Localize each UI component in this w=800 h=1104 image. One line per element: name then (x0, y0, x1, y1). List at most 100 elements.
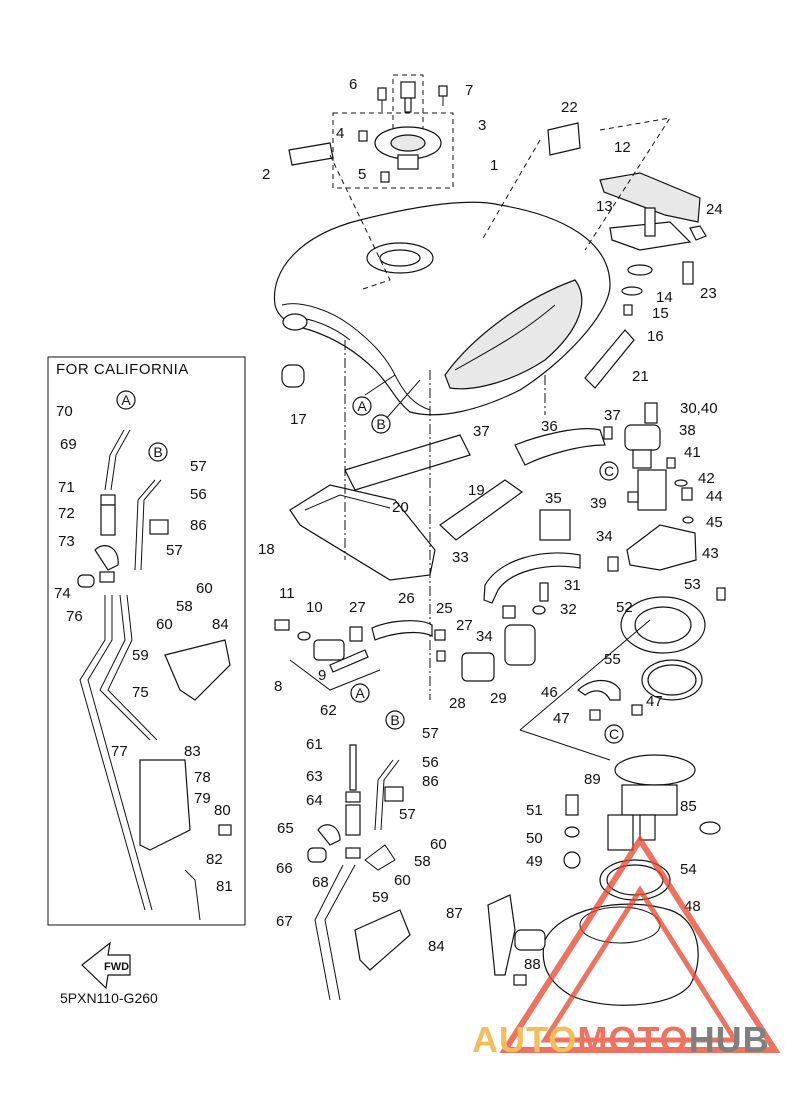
part-label-11: 11 (279, 585, 295, 602)
part-label-28: 28 (449, 695, 466, 712)
fwd-arrow-icon: FWD (81, 941, 131, 990)
fuel-valve-group (514, 402, 697, 572)
callout-c-pump: C (609, 726, 619, 742)
part-label-62: 62 (320, 702, 337, 719)
part-label-87: 87 (446, 905, 463, 922)
part-label-23: 23 (700, 285, 717, 302)
part-label-5: 5 (358, 166, 366, 183)
part-label-66: 66 (276, 860, 293, 877)
part-label-58: 58 (414, 853, 431, 870)
part-label-46: 46 (541, 684, 558, 701)
part-label-30-40: 30,40 (680, 400, 718, 417)
part-label-33: 33 (452, 549, 469, 566)
part-label-6: 6 (349, 76, 357, 93)
part-label-27: 27 (349, 599, 366, 616)
fwd-label: FWD (104, 961, 129, 973)
diagram-code: 5PXN110-G260 (60, 990, 158, 1006)
watermark-triangle-inner-icon (540, 885, 740, 1043)
part-label-58-2: 58 (176, 598, 193, 615)
part-label-20: 20 (392, 499, 409, 516)
part-label-34-2: 34 (596, 528, 613, 545)
watermark-hub: HUB (689, 1019, 770, 1060)
callout-markers: A B A B C C A B (116, 390, 624, 744)
part-label-57-3: 57 (166, 542, 183, 559)
part-label-74: 74 (54, 585, 71, 602)
part-label-42: 42 (698, 470, 715, 487)
part-label-25: 25 (436, 600, 453, 617)
part-label-26: 26 (398, 590, 415, 607)
part-label-55: 55 (604, 651, 621, 668)
part-label-2: 2 (262, 166, 270, 183)
part-label-80: 80 (214, 802, 231, 819)
part-label-8: 8 (274, 678, 282, 695)
part-label-37-2: 37 (604, 407, 621, 424)
tank-dampers (281, 364, 524, 581)
part-label-32: 32 (560, 601, 577, 618)
part-label-56-2: 56 (190, 486, 207, 503)
part-label-15: 15 (652, 305, 669, 322)
part-label-7: 7 (465, 82, 473, 99)
part-label-61: 61 (306, 736, 323, 753)
part-label-72: 72 (58, 505, 75, 522)
part-label-9: 9 (318, 667, 326, 684)
watermark-auto: AUTO (472, 1019, 577, 1060)
part-label-59: 59 (372, 889, 389, 906)
part-label-83: 83 (184, 743, 201, 760)
california-box-title: FOR CALIFORNIA (56, 361, 189, 378)
part-label-38: 38 (679, 422, 696, 439)
part-label-85: 85 (680, 798, 697, 815)
part-label-35: 35 (545, 490, 562, 507)
part-label-81: 81 (216, 878, 233, 895)
part-label-21: 21 (632, 368, 649, 385)
part-label-16: 16 (647, 328, 664, 345)
callout-b-center: B (390, 712, 399, 728)
part-label-65: 65 (277, 820, 294, 837)
part-label-57: 57 (422, 725, 439, 742)
part-label-69: 69 (60, 436, 77, 453)
fuel-hoses (371, 552, 581, 682)
part-label-22: 22 (561, 99, 578, 116)
watermark-brand: AUTOMOTOHUB (472, 1019, 770, 1060)
callout-a-box: A (121, 392, 131, 408)
part-label-84: 84 (212, 616, 229, 633)
part-label-77: 77 (111, 743, 128, 760)
part-label-68: 68 (312, 874, 329, 891)
part-label-84-2: 84 (428, 938, 445, 955)
part-label-60-2: 60 (196, 580, 213, 597)
part-label-78: 78 (194, 769, 211, 786)
part-label-39: 39 (590, 495, 607, 512)
part-label-53: 53 (684, 576, 701, 593)
part-label-10: 10 (306, 599, 323, 616)
part-label-54: 54 (680, 861, 697, 878)
part-label-82: 82 (206, 851, 223, 868)
part-label-63: 63 (306, 768, 323, 785)
part-label-51: 51 (526, 802, 543, 819)
evap-hoses-center (307, 744, 411, 1001)
watermark-triangle-icon (499, 834, 781, 1053)
part-label-27-2: 27 (456, 617, 473, 634)
fuel-sensor (274, 619, 381, 691)
callout-b-box: B (153, 444, 162, 460)
part-label-56: 56 (422, 754, 439, 771)
part-label-60: 60 (430, 836, 447, 853)
callout-a-tank: A (357, 398, 367, 414)
fuel-cap-assembly (332, 74, 454, 189)
part-label-52: 52 (616, 599, 633, 616)
part-label-57-4: 57 (399, 806, 416, 823)
part-label-88: 88 (524, 956, 541, 973)
part-label-60-3: 60 (156, 616, 173, 633)
part-label-1: 1 (490, 157, 498, 174)
part-label-41: 41 (684, 444, 701, 461)
part-label-76: 76 (66, 608, 83, 625)
part-label-70: 70 (56, 403, 73, 420)
part-label-73: 73 (58, 533, 75, 550)
part-label-29: 29 (490, 690, 507, 707)
part-label-64: 64 (306, 792, 323, 809)
part-label-34: 34 (476, 628, 493, 645)
rear-bracket (584, 117, 707, 389)
part-label-60-4: 60 (394, 872, 411, 889)
callout-b-tank: B (376, 416, 385, 432)
part-label-19: 19 (468, 482, 485, 499)
part-label-86: 86 (190, 517, 207, 534)
part-label-49: 49 (526, 853, 543, 870)
